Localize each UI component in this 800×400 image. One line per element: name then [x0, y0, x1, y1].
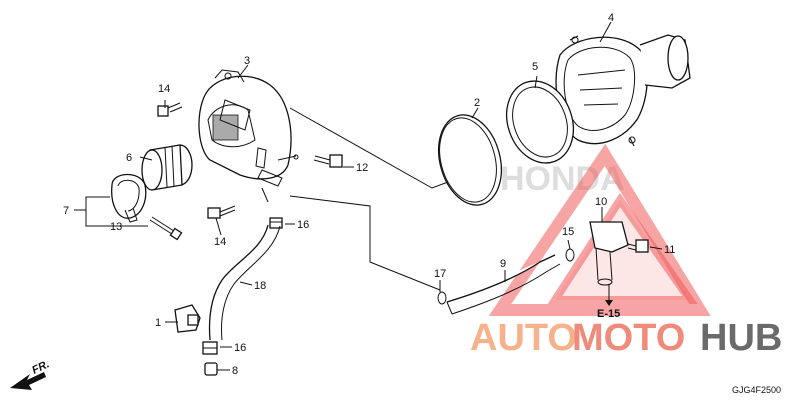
- breather-tube: [446, 254, 561, 315]
- callout-8: 8: [232, 365, 238, 377]
- bolt-14-lower: [207, 205, 236, 219]
- callout-18: 18: [254, 280, 266, 292]
- leader-lines: [74, 21, 663, 371]
- tube-clamp: [174, 304, 201, 333]
- bolt-12: [313, 154, 343, 168]
- callout-9: 9: [500, 258, 506, 270]
- callout-17: 17: [434, 268, 446, 280]
- callout-labels: 1 2 3 4 5 6 7 8 9 10 11 12 13 14 14 15 1…: [63, 12, 675, 377]
- seal-ring: [506, 80, 574, 164]
- clip-16-upper: [269, 217, 283, 229]
- watermark-brand-moto: MOTO: [572, 317, 685, 359]
- air-cleaner-case: [198, 69, 299, 203]
- callout-15: 15: [562, 226, 574, 238]
- tube-band: [111, 173, 147, 223]
- bolt-11: [627, 239, 649, 253]
- callout-2: 2: [474, 97, 480, 109]
- callout-3: 3: [244, 55, 250, 67]
- bolt-14-upper: [157, 102, 183, 117]
- drain-plug: [204, 362, 218, 376]
- watermark-brand-auto: AUTO: [470, 317, 577, 359]
- drain-tube: [208, 224, 281, 341]
- callout-14-lower: 14: [214, 236, 226, 248]
- joint-10: [589, 221, 629, 286]
- callout-16-lower: 16: [234, 342, 246, 354]
- callout-16-upper: 16: [297, 219, 309, 231]
- watermark-triangle: [488, 143, 711, 316]
- callout-1: 1: [155, 317, 161, 329]
- callout-11: 11: [664, 244, 675, 256]
- callout-5: 5: [532, 61, 538, 73]
- clip-16-lower: [202, 341, 218, 355]
- watermark-brand-hub: HUB: [700, 317, 782, 359]
- reference-e15: E-15: [597, 308, 620, 320]
- screw-13: [149, 216, 183, 241]
- watermark-brand: AUTO MOTO HUB: [470, 317, 782, 359]
- air-cleaner-element: [438, 114, 502, 206]
- callout-14-upper: 14: [158, 83, 170, 95]
- front-marker-label: FR.: [30, 358, 51, 376]
- clip-17: [437, 291, 447, 305]
- connecting-tube: [141, 144, 193, 191]
- drawing-code: GJG4F2500: [732, 385, 781, 395]
- callout-10: 10: [595, 196, 607, 208]
- clip-15: [565, 248, 575, 262]
- callout-13: 13: [110, 221, 122, 233]
- callout-7: 7: [63, 205, 69, 217]
- callout-6: 6: [126, 152, 132, 164]
- callout-4: 4: [608, 12, 614, 24]
- callout-12: 12: [356, 162, 368, 174]
- air-cleaner-housing: [555, 34, 691, 147]
- front-arrow-icon: FR.: [10, 358, 51, 390]
